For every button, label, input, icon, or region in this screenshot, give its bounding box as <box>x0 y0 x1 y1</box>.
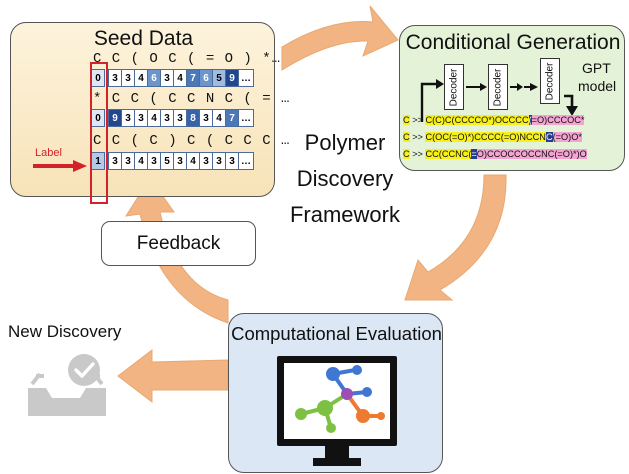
token-ellipsis: … <box>238 152 254 170</box>
token-cell: 6 <box>147 69 161 87</box>
token-cell: 3 <box>160 69 174 87</box>
token-cell: 3 <box>121 109 135 127</box>
token-cell: 5 <box>212 69 226 87</box>
framework-title-line-1: Polymer <box>304 130 386 155</box>
smiles-body: CC(CCNC( <box>425 149 472 159</box>
feedback-box: Feedback <box>101 221 256 266</box>
condition-arrow: >> <box>409 132 426 142</box>
condition-token: C <box>403 149 410 159</box>
smiles-generated-tail: =O)CCCOC* <box>531 115 585 125</box>
condition-arrow: >> <box>409 149 426 159</box>
token-cell: 8 <box>186 109 200 127</box>
arrow-evaluation-to-discovery <box>117 348 229 404</box>
smiles-generated-tail: (=O)O* <box>552 132 582 142</box>
framework-title-line-3: Framework <box>289 202 400 227</box>
generated-smiles-2: C >> C(OC(=O)*)CCCC(=O)NCCNC(=O)O* <box>403 132 582 142</box>
arrow-generation-to-evaluation <box>404 174 507 301</box>
token-cell: 3 <box>212 152 226 170</box>
token-cell: 3 <box>108 152 122 170</box>
monitor-molecule-icon <box>277 356 397 466</box>
token-cell: 3 <box>199 152 213 170</box>
token-row-3: 1 3 3 4 3 5 3 4 3 3 3 … <box>91 152 254 170</box>
label-tag: Label <box>35 147 62 159</box>
framework-title-line-2: Discovery <box>296 166 394 191</box>
evaluation-title: Computational Evaluation <box>231 323 442 344</box>
seed-data-panel: Seed Data C C ( O C ( = O ) *… 0 3 3 4 6… <box>10 22 289 204</box>
token-row-1: 0 3 3 4 6 3 4 7 6 5 9 … <box>91 69 254 87</box>
model-label: model <box>578 78 617 94</box>
seed-smiles-row-3: C C ( C ) C ( C C C … <box>93 133 291 149</box>
token-cell: 3 <box>225 152 239 170</box>
token-cell: 3 <box>160 109 174 127</box>
cycle-arrows <box>117 5 507 404</box>
token-ellipsis: … <box>238 109 254 127</box>
smiles-generated-tail: O)CCOCCOCCNC(=O)*)O <box>476 149 587 159</box>
condition-token: C <box>403 115 410 125</box>
token-cell: 4 <box>173 69 187 87</box>
gpt-label: GPT <box>582 60 611 76</box>
smiles-body: C(C)C(CCCCO*)OCCCC <box>425 115 529 125</box>
inbox-check-icon <box>28 354 106 416</box>
token-cell: 4 <box>212 109 226 127</box>
computational-evaluation-panel: Computational Evaluation <box>228 313 443 473</box>
generated-smiles-3: C >> CC(CCNC(=O)CCOCCOCCNC(=O)*)O <box>403 149 587 159</box>
token-row-2: 0 9 3 3 4 3 3 8 3 4 7 … <box>91 109 254 127</box>
arrow-seed-to-generation <box>281 5 399 71</box>
token-cell: 6 <box>199 69 213 87</box>
smiles-cursor: = <box>471 149 477 159</box>
token-cell: 3 <box>199 109 213 127</box>
token-cell: 4 <box>186 152 200 170</box>
token-cell: 9 <box>108 109 122 127</box>
conditional-generation-panel: Conditional Generation Decoder Decoder D… <box>399 25 625 171</box>
token-cell: 3 <box>121 152 135 170</box>
decoder-flow-arrows <box>420 79 578 122</box>
token-cell: 3 <box>121 69 135 87</box>
label-arrow-icon <box>33 160 87 172</box>
smiles-cursor: ( <box>528 115 532 125</box>
label-column-outline <box>90 62 108 204</box>
decoder-block: Decoder <box>488 64 508 110</box>
seed-smiles-row-1: C C ( O C ( = O ) *… <box>93 51 282 67</box>
smiles-cursor: C <box>545 132 553 142</box>
token-cell: 9 <box>225 69 239 87</box>
token-cell: 4 <box>134 152 148 170</box>
token-ellipsis: … <box>238 69 254 87</box>
token-cell: 7 <box>186 69 200 87</box>
condition-token: C <box>403 132 410 142</box>
token-cell: 4 <box>147 109 161 127</box>
smiles-body: C(OC(=O)*)CCCC(=O)NCCN <box>425 132 546 142</box>
decoder-block: Decoder <box>540 58 560 104</box>
new-discovery-label: New Discovery <box>8 322 122 341</box>
token-cell: 3 <box>173 152 187 170</box>
token-cell: 3 <box>108 69 122 87</box>
token-cell: 3 <box>147 152 161 170</box>
generated-smiles-1: C >> C(C)C(CCCCO*)OCCCC(=O)CCCOC* <box>403 115 585 125</box>
condition-arrow: >> <box>409 115 426 125</box>
seed-data-title: Seed Data <box>93 27 194 50</box>
token-cell: 3 <box>173 109 187 127</box>
token-cell: 4 <box>134 69 148 87</box>
token-cell: 7 <box>225 109 239 127</box>
token-cell: 5 <box>160 152 174 170</box>
decoder-block: Decoder <box>444 64 464 110</box>
seed-smiles-row-2: * C C ( C C N C ( = … <box>93 91 291 107</box>
generation-title: Conditional Generation <box>405 31 621 54</box>
token-cell: 3 <box>134 109 148 127</box>
